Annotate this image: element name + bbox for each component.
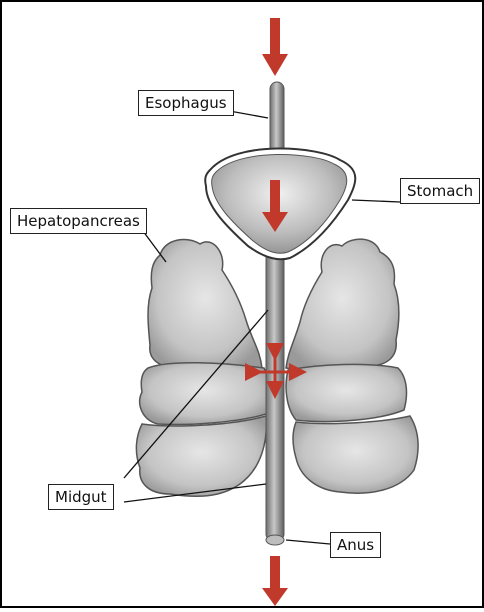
- arrow-bottom-shaft: [270, 556, 280, 590]
- arrow-bottom-head: [262, 588, 288, 606]
- label-midgut: Midgut: [48, 484, 114, 510]
- arrow-top-head: [262, 54, 288, 76]
- label-anus: Anus: [330, 532, 381, 558]
- hepatopancreas-left: [136, 239, 268, 496]
- label-hepatopancreas: Hepatopancreas: [10, 208, 147, 234]
- leader-anus: [286, 540, 330, 544]
- midgut-tube: [266, 242, 284, 540]
- label-stomach: Stomach: [400, 178, 480, 204]
- arrow-stomach-shaft: [270, 180, 280, 214]
- anus-opening: [266, 535, 284, 545]
- arrow-top-shaft: [270, 18, 280, 56]
- leader-stomach: [352, 200, 400, 202]
- label-esophagus: Esophagus: [138, 90, 234, 116]
- hepatopancreas-right: [286, 239, 418, 493]
